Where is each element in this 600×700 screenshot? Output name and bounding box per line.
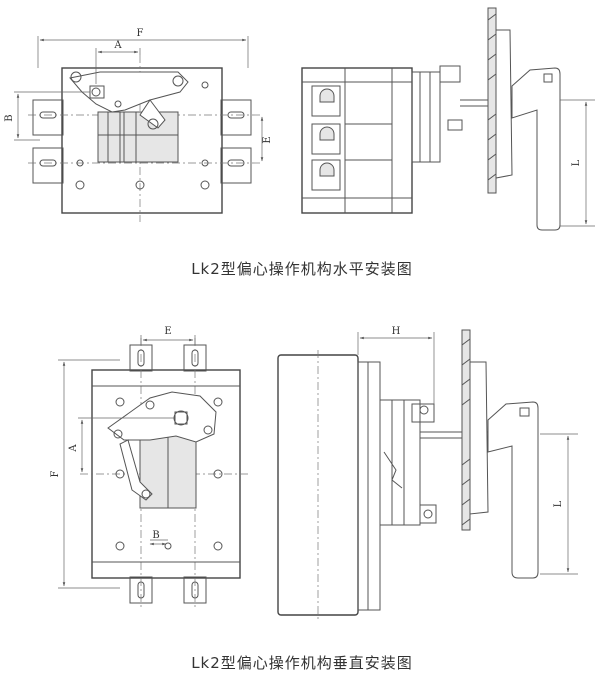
eccentric-lever <box>69 71 189 130</box>
dim-a-label: A <box>113 40 122 51</box>
operating-handle-vertical <box>487 401 539 579</box>
operating-handle <box>511 67 561 231</box>
dim-h-label: H <box>392 326 401 337</box>
screw-holes-vertical <box>115 397 223 551</box>
dim-f-label: F <box>137 28 144 39</box>
dim-b-label-vertical: B <box>152 530 159 541</box>
dim-b-label: B <box>4 114 15 121</box>
dim-l-label: L <box>571 159 582 166</box>
dim-e-label-vertical: E <box>164 326 171 337</box>
vertical-front-view: E F A B <box>50 326 250 610</box>
dim-e-label: E <box>262 136 273 143</box>
dim-l-label-vertical: L <box>553 500 564 507</box>
dim-a-label-vertical: A <box>68 444 79 453</box>
horizontal-side-view: L <box>301 7 595 231</box>
eccentric-lever-vertical <box>107 391 217 501</box>
vertical-side-view: H L <box>277 326 578 620</box>
caption-vertical: Lk2型偏心操作机构垂直安装图 <box>191 654 413 672</box>
horizontal-front-view: F A B E <box>4 28 273 222</box>
caption-horizontal: Lk2型偏心操作机构水平安装图 <box>191 260 413 278</box>
dim-f-label-vertical: F <box>50 470 61 477</box>
